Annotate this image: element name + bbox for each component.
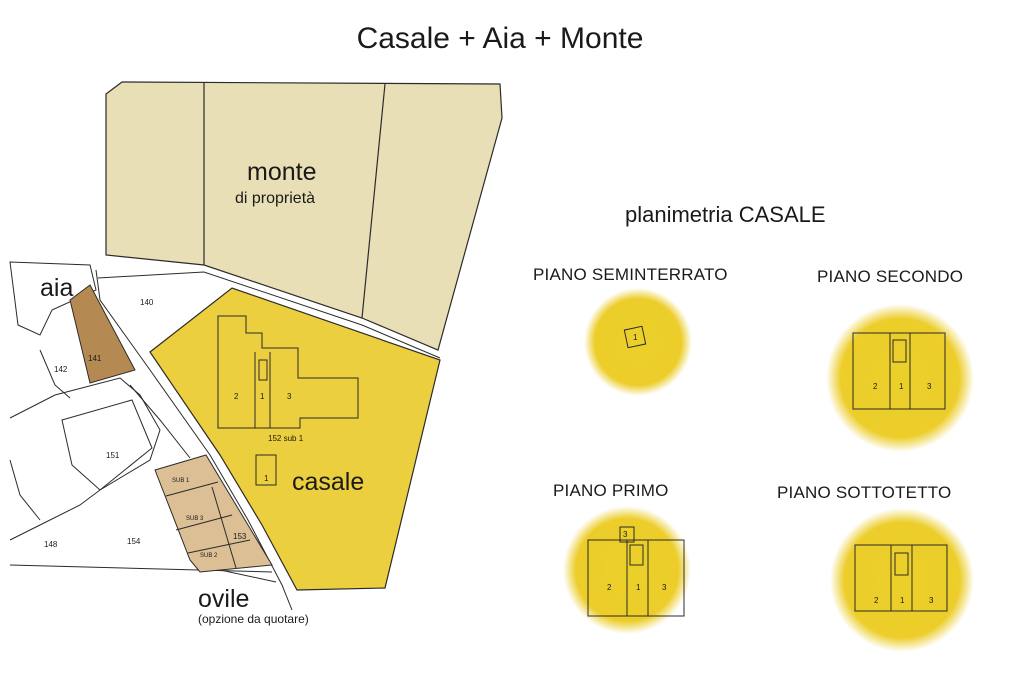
plan-secondo-label: PIANO SECONDO	[817, 267, 964, 286]
page-title: Casale + Aia + Monte	[356, 22, 644, 55]
parcel-153-label: 153	[233, 532, 247, 541]
aia-parcel	[69, 284, 136, 384]
plan-secondo-floorplan	[852, 332, 946, 410]
plan-room-label: 3	[927, 382, 932, 391]
parcel-148-label: 148	[44, 540, 58, 549]
plan-room-label: 2	[607, 583, 612, 592]
monte-label: monte	[247, 158, 317, 186]
plan-sottotetto-label: PIANO SOTTOTETTO	[777, 483, 952, 502]
plan-room-label: 1	[636, 583, 641, 592]
plan-room-label: 1	[899, 382, 904, 391]
plan-sottotetto-glow	[830, 508, 974, 652]
ovile-sub-label: SUB 2	[200, 553, 218, 559]
plans-heading: planimetria CASALE	[625, 202, 826, 227]
ovile-label: ovile	[198, 585, 250, 613]
ovile-sublabel: (opzione da quotare)	[198, 612, 309, 626]
plan-room-label: 3	[623, 530, 628, 539]
casale-room-label: 2	[234, 392, 239, 401]
plan-seminterrato-glow	[584, 288, 692, 396]
casale-building	[217, 315, 359, 486]
ovile-sub-label: SUB 3	[186, 516, 204, 522]
monte-parcel	[105, 81, 503, 351]
plan-primo-floorplan	[587, 526, 685, 617]
parcel-141-label: 141	[88, 354, 102, 363]
outbuilding-label: 1	[264, 474, 269, 483]
parcel-142-label: 142	[54, 365, 68, 374]
casale-room-label: 1	[260, 392, 265, 401]
plan-primo-label: PIANO PRIMO	[553, 481, 669, 500]
monte-sublabel: di proprietà	[235, 190, 316, 207]
plan-room-label: 2	[873, 382, 878, 391]
plan-room-label: 3	[929, 596, 934, 605]
casale-room-label: 3	[287, 392, 292, 401]
plan-secondo-glow	[826, 304, 974, 452]
ovile-parcel	[154, 454, 273, 573]
parcel-151-label: 151	[106, 451, 120, 460]
plan-seminterrato-label: PIANO SEMINTERRATO	[533, 265, 728, 284]
aia-label: aia	[40, 274, 74, 302]
ovile-sub-label: SUB 1	[172, 478, 190, 484]
plan-seminterrato-room	[623, 325, 647, 349]
plan-room-label: 3	[662, 583, 667, 592]
parcel-154-label: 154	[127, 537, 141, 546]
plan-room-label: 2	[874, 596, 879, 605]
parcel-152-label: 152 sub 1	[268, 434, 304, 443]
parcel-outlines	[9, 261, 441, 611]
parcel-140-label: 140	[140, 298, 154, 307]
plan-sottotetto-floorplan	[854, 544, 948, 612]
plan-room-label: 1	[900, 596, 905, 605]
casale-label: casale	[292, 468, 365, 496]
plan-room-label: 1	[633, 333, 638, 342]
